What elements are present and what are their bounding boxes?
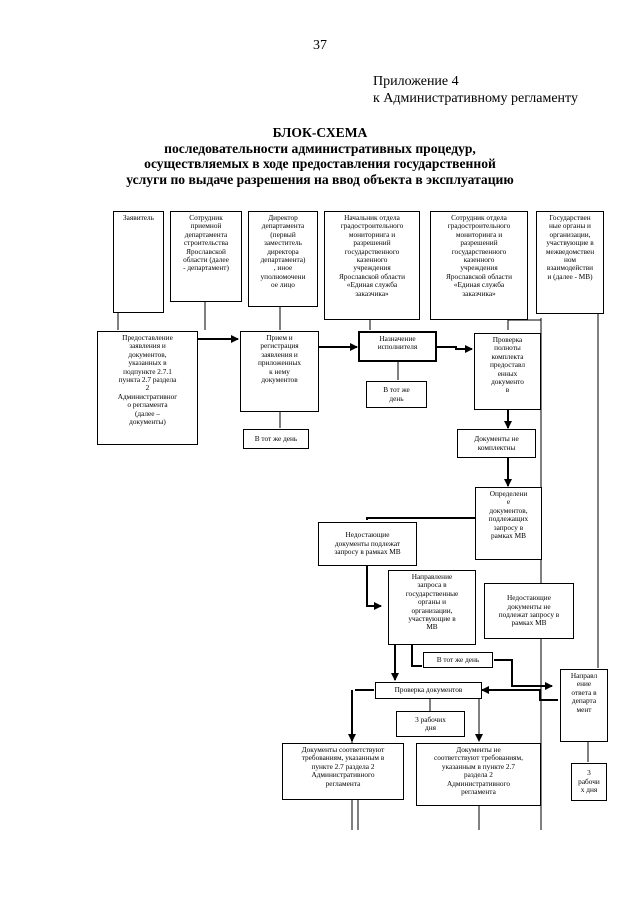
actor-reception-label: Сотрудник приемной департамента строител… <box>183 213 229 273</box>
step-check-documents: Проверка документов <box>375 682 482 699</box>
step-same-day-2: В тот же день <box>366 381 427 408</box>
page-number: 37 <box>313 38 327 53</box>
step-check-completeness: Проверка полноты комплекта предоставл ен… <box>474 333 541 410</box>
actor-reception: Сотрудник приемной департамента строител… <box>170 211 242 302</box>
actor-staff: Сотрудник отдела градостроительного мони… <box>430 211 528 320</box>
step-send-response: Направл ение ответа в департа мент <box>560 669 608 742</box>
arrow-send-sameday <box>411 645 422 667</box>
step-same-day-1: В тот же день <box>243 429 309 449</box>
arrow-response-checkdocs <box>481 686 558 701</box>
step-submission-label: Предоставление заявления и документов, у… <box>117 333 178 427</box>
actor-chief-label: Начальник отдела градостроительного мони… <box>338 213 406 298</box>
arrow-assign-check <box>437 345 473 353</box>
step-check-label: Проверка полноты комплекта предоставл ен… <box>490 335 525 395</box>
step-registration-label: Прием и регистрация заявления и приложен… <box>257 333 302 385</box>
arrow-sameday-response <box>494 659 553 690</box>
actor-mv-label: Государствен ные органы и организации, у… <box>545 213 595 281</box>
appendix-caption: Приложение 4 к Административному регламе… <box>373 73 578 107</box>
step-same-day-1-label: В тот же день <box>254 433 298 443</box>
actor-chief: Начальник отдела градостроительного мони… <box>324 211 420 320</box>
step-submission: Предоставление заявления и документов, у… <box>97 331 198 445</box>
diagram-title: БЛОК-СХЕМА последовательности администра… <box>0 125 640 187</box>
step-same-day-3: В тот же день <box>423 652 493 668</box>
step-missing-not-subject-label: Недостающие документы не подлежат запрос… <box>498 593 560 628</box>
actor-staff-label: Сотрудник отдела градостроительного мони… <box>445 213 513 298</box>
title-line-2: последовательности административных проц… <box>164 140 476 156</box>
step-registration: Прием и регистрация заявления и приложен… <box>240 331 319 412</box>
step-check-docs-label: Проверка документов <box>394 685 463 695</box>
step-missing-subject-to-request: Недостающие документы подлежат запросу в… <box>318 522 417 566</box>
step-three-days-2: 3 рабочи х дня <box>571 763 607 801</box>
actor-director: Директор департамента (первый заместител… <box>248 211 318 307</box>
step-define-documents: Определени е документов, подлежащих запр… <box>475 487 542 560</box>
actor-director-label: Директор департамента (первый заместител… <box>260 213 306 290</box>
title-line-1: БЛОК-СХЕМА <box>272 125 368 140</box>
step-missing-subject-label: Недостающие документы подлежат запросу в… <box>334 530 401 557</box>
step-incomplete: Документы не комплектны <box>457 429 536 458</box>
actor-mv-organizations: Государствен ные органы и организации, у… <box>536 211 604 314</box>
appendix-line-1: Приложение 4 <box>373 74 459 89</box>
step-docs-not-compliant: Документы не соответствуют требованиям, … <box>416 743 541 806</box>
step-docs-compliant: Документы соответствуют требованиям, ука… <box>282 743 404 800</box>
step-send-request: Направление запроса в государственные ор… <box>388 570 476 645</box>
title-line-3: осуществляемых в ходе предоставления гос… <box>144 156 496 171</box>
step-same-day-2-label: В тот же день <box>383 385 410 403</box>
arrow-define-missing <box>366 517 475 520</box>
step-response-label: Направл ение ответа в департа мент <box>570 671 598 714</box>
step-three-days-1-label: 3 рабочих дня <box>415 714 446 732</box>
step-docs-not-ok-label: Документы не соответствуют требованиям, … <box>434 745 523 797</box>
step-missing-not-subject: Недостающие документы не подлежат запрос… <box>484 583 574 639</box>
step-assign-executor: Назначение исполнителя <box>358 331 437 362</box>
step-assign-label: Назначение исполнителя <box>377 334 418 352</box>
step-three-days-1: 3 рабочих дня <box>396 711 465 737</box>
step-same-day-3-label: В тот же день <box>436 654 480 664</box>
step-three-days-2-label: 3 рабочи х дня <box>578 768 600 795</box>
appendix-line-2: к Административному регламенту <box>373 91 578 106</box>
step-docs-ok-label: Документы соответствуют требованиям, ука… <box>301 745 385 788</box>
title-line-4: услуги по выдаче разрешения на ввод объе… <box>126 171 514 187</box>
arrow-missing-send <box>366 566 382 610</box>
actor-applicant-label: Заявитель <box>123 213 154 222</box>
actor-applicant: Заявитель <box>113 211 164 313</box>
step-send-request-label: Направление запроса в государственные ор… <box>405 572 459 632</box>
step-define-label: Определени е документов, подлежащих запр… <box>488 489 529 541</box>
step-incomplete-label: Документы не комплектны <box>474 434 519 452</box>
